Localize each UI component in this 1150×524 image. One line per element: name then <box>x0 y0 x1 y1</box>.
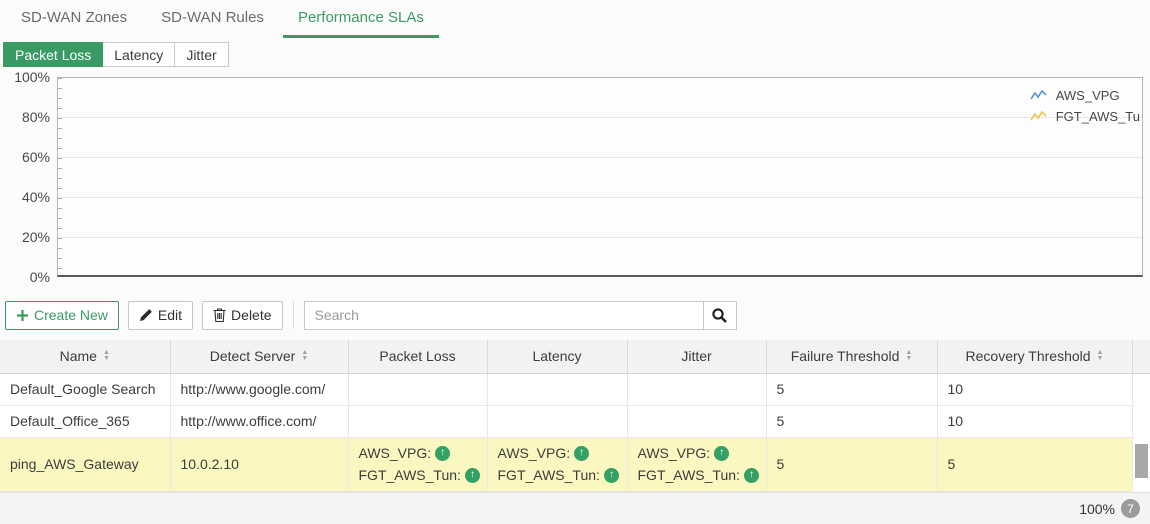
cell-jitter <box>627 405 767 438</box>
cell-packet-loss <box>348 373 488 406</box>
gridline <box>58 237 1142 238</box>
search-icon <box>712 307 727 323</box>
column-header-jitter[interactable]: Jitter <box>627 340 767 374</box>
column-header-recovery-threshold[interactable]: Recovery Threshold <box>937 340 1133 374</box>
packet-loss-chart: 100% 80% 60% 40% 20% 0% AWS_VPG FGT_AWS_… <box>0 69 1150 285</box>
column-header-packet-loss[interactable]: Packet Loss <box>348 340 488 374</box>
arrow-up-circle-icon <box>603 467 619 483</box>
sla-member: FGT_AWS_Tun: <box>638 464 759 486</box>
gridline <box>58 117 1142 118</box>
chart-plot-area: AWS_VPG FGT_AWS_Tu <box>57 77 1143 277</box>
cell-failure-threshold: 5 <box>766 437 938 492</box>
subtab-latency[interactable]: Latency <box>103 42 176 67</box>
row-count-badge: 7 <box>1121 499 1140 518</box>
sla-member: AWS_VPG: <box>359 442 477 464</box>
cell-recovery-threshold: 10 <box>937 373 1133 406</box>
gridline <box>58 197 1142 198</box>
table-row-selected[interactable]: ping_AWS_Gateway 10.0.2.10 AWS_VPG: FGT_… <box>0 437 1150 492</box>
cell-packet-loss <box>348 405 488 438</box>
cell-jitter: AWS_VPG: FGT_AWS_Tun: <box>627 437 767 492</box>
table-row[interactable]: Default_Google Search http://www.google.… <box>0 373 1150 406</box>
scrollbar-gutter-header <box>1132 340 1150 374</box>
y-axis-minor-ticks <box>58 78 62 275</box>
cell-recovery-threshold: 5 <box>937 437 1133 492</box>
cell-packet-loss: AWS_VPG: FGT_AWS_Tun: <box>348 437 488 492</box>
column-header-detect-server[interactable]: Detect Server <box>170 340 349 374</box>
arrow-up-circle-icon <box>743 467 759 483</box>
table-header-row: Name Detect Server Packet Loss Latency J… <box>0 340 1150 374</box>
table-toolbar: Create New Edit Delete <box>5 300 1150 330</box>
pencil-icon <box>139 309 152 321</box>
cell-detect-server: 10.0.2.10 <box>170 437 349 492</box>
cell-latency: AWS_VPG: FGT_AWS_Tun: <box>487 437 628 492</box>
delete-button[interactable]: Delete <box>202 300 283 330</box>
search-control <box>303 300 737 330</box>
subtab-packet-loss[interactable]: Packet Loss <box>3 42 104 67</box>
search-button[interactable] <box>703 300 737 330</box>
cell-name: Default_Office_365 <box>0 405 171 438</box>
legend-item: AWS_VPG <box>1030 85 1140 106</box>
cell-detect-server: http://www.office.com/ <box>170 405 349 438</box>
sla-member: FGT_AWS_Tun: <box>498 464 619 486</box>
scrollbar-gutter <box>1132 405 1150 437</box>
y-axis-tick: 60% <box>21 149 50 165</box>
status-bar: 100% 7 <box>0 492 1150 524</box>
legend-label: FGT_AWS_Tu <box>1055 109 1140 124</box>
table-row[interactable]: Default_Office_365 http://www.office.com… <box>0 405 1150 438</box>
column-header-latency[interactable]: Latency <box>487 340 628 374</box>
cell-detect-server: http://www.google.com/ <box>170 373 349 406</box>
y-axis-tick: 100% <box>14 69 50 85</box>
toolbar-separator <box>292 301 294 329</box>
sla-member: AWS_VPG: <box>638 442 756 464</box>
column-header-failure-threshold[interactable]: Failure Threshold <box>766 340 938 374</box>
arrow-up-circle-icon <box>435 445 451 461</box>
y-axis-tick: 40% <box>21 189 50 205</box>
sla-member: AWS_VPG: <box>498 442 617 464</box>
cell-name: ping_AWS_Gateway <box>0 437 171 492</box>
create-new-button[interactable]: Create New <box>5 300 119 330</box>
delete-label: Delete <box>231 307 272 323</box>
line-series-icon <box>1030 110 1047 121</box>
chart-legend: AWS_VPG FGT_AWS_Tu <box>1030 85 1140 127</box>
line-series-icon <box>1030 89 1047 100</box>
sort-icon <box>301 350 308 362</box>
tab-sdwan-zones[interactable]: SD-WAN Zones <box>21 9 128 26</box>
sort-icon <box>103 350 110 362</box>
subtab-jitter[interactable]: Jitter <box>175 42 229 67</box>
column-header-name[interactable]: Name <box>0 340 171 374</box>
scrollbar-gutter <box>1132 373 1150 405</box>
trash-icon <box>213 308 226 322</box>
arrow-up-circle-icon <box>464 467 480 483</box>
edit-label: Edit <box>157 307 183 323</box>
zoom-level[interactable]: 100% <box>1079 500 1115 517</box>
tab-sdwan-rules[interactable]: SD-WAN Rules <box>161 9 264 26</box>
sort-icon <box>1097 350 1104 362</box>
search-input[interactable] <box>303 300 704 330</box>
plus-icon <box>17 309 28 321</box>
legend-label: AWS_VPG <box>1055 88 1120 103</box>
cell-latency <box>487 373 628 406</box>
y-axis-tick: 80% <box>21 109 50 125</box>
cell-failure-threshold: 5 <box>766 405 938 438</box>
cell-failure-threshold: 5 <box>766 373 938 406</box>
create-new-label: Create New <box>34 307 108 323</box>
arrow-up-circle-icon <box>574 445 590 461</box>
cell-latency <box>487 405 628 438</box>
cell-name: Default_Google Search <box>0 373 171 406</box>
tab-performance-slas[interactable]: Performance SLAs <box>282 0 439 38</box>
metric-subtabs: Packet Loss Latency Jitter <box>3 42 1150 67</box>
legend-item: FGT_AWS_Tu <box>1030 106 1140 127</box>
cell-jitter <box>627 373 767 406</box>
cell-recovery-threshold: 10 <box>937 405 1133 438</box>
edit-button[interactable]: Edit <box>127 300 194 330</box>
sla-member: FGT_AWS_Tun: <box>359 464 480 486</box>
arrow-up-circle-icon <box>714 445 730 461</box>
y-axis-tick: 20% <box>21 229 50 245</box>
sort-icon <box>905 350 912 362</box>
vertical-scrollbar-thumb[interactable] <box>1135 444 1148 478</box>
y-axis-tick: 0% <box>29 269 50 285</box>
page-tabs: SD-WAN Zones SD-WAN Rules Performance SL… <box>0 0 1150 38</box>
gridline <box>58 157 1142 158</box>
sla-table: Name Detect Server Packet Loss Latency J… <box>0 340 1150 492</box>
